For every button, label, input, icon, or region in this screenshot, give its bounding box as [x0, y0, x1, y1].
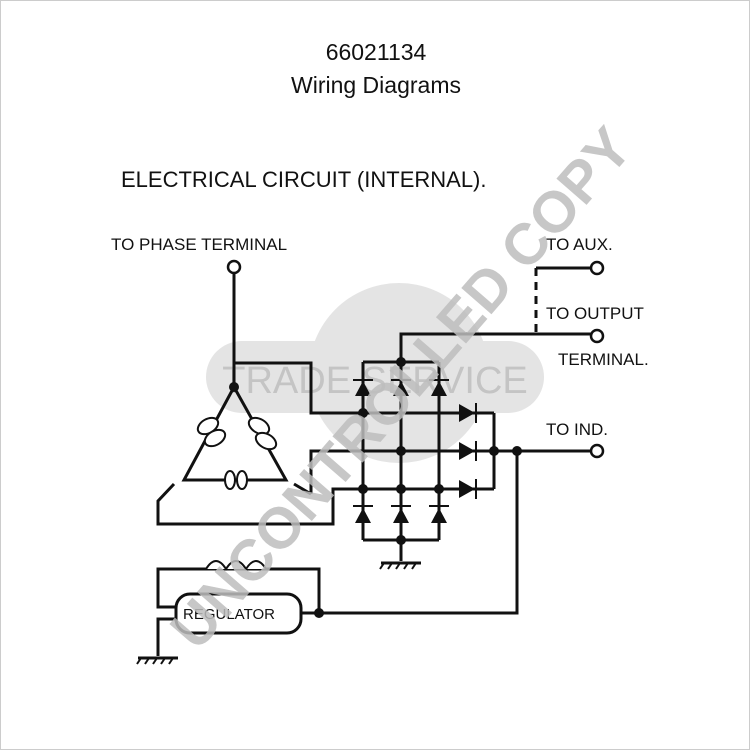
part-number: 66021134: [325, 39, 427, 65]
ground-icons: [136, 561, 421, 665]
stator-coil-icons: [196, 416, 278, 571]
field-coil-icon: [205, 560, 267, 571]
page-title: Wiring Diagrams: [291, 72, 461, 98]
circuit-heading: ELECTRICAL CIRCUIT (INTERNAL).: [121, 167, 487, 192]
output-label-2: TERMINAL.: [558, 350, 649, 369]
indicator-terminal: [589, 443, 605, 459]
output-label: TO OUTPUT: [546, 304, 644, 323]
phase-terminal-label: TO PHASE TERMINAL: [111, 235, 287, 254]
diode-icons: [353, 379, 477, 523]
regulator-label: REGULATOR: [183, 606, 275, 623]
watermark: TRADE SERVICE: [206, 283, 544, 463]
indicator-label: TO IND.: [546, 420, 608, 439]
aux-label: TO AUX.: [546, 235, 613, 254]
watermark-band-text: TRADE SERVICE: [222, 360, 527, 402]
terminal-icons[interactable]: [226, 259, 605, 459]
aux-terminal: [589, 260, 605, 276]
junction-dots: [229, 357, 522, 618]
output-terminal: [589, 328, 605, 344]
phase-terminal: [226, 259, 242, 275]
